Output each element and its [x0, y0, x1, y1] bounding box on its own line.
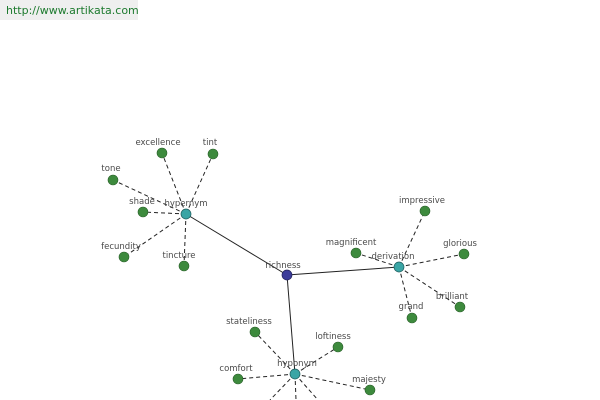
node-brilliant[interactable] — [454, 301, 466, 313]
node-richness[interactable] — [281, 269, 293, 281]
edge-hyponym-offscreen-1 — [269, 373, 296, 400]
edge-hyponym-majesty — [294, 373, 371, 391]
label-grand: grand — [399, 302, 424, 312]
edge-hypernym-tincture — [183, 213, 187, 267]
label-loftiness: loftiness — [315, 332, 351, 342]
label-magnificent: magnificent — [326, 238, 377, 248]
edge-hyponym-loftiness — [294, 346, 339, 375]
node-loftiness[interactable] — [332, 341, 344, 353]
node-tint[interactable] — [207, 148, 219, 160]
edge-hypernym-tint — [185, 153, 214, 215]
label-hyponym: hyponym — [277, 359, 317, 369]
label-impressive: impressive — [399, 196, 445, 206]
node-fecundity[interactable] — [118, 251, 130, 263]
label-glorious: glorious — [443, 239, 477, 249]
node-tincture[interactable] — [178, 260, 190, 272]
node-hyponym[interactable] — [289, 368, 301, 380]
label-tone: tone — [101, 164, 120, 174]
site-url-link[interactable]: http://www.artikata.com — [0, 0, 139, 20]
label-hypernym: hypernym — [164, 199, 207, 209]
label-stateliness: stateliness — [226, 317, 272, 327]
node-excellence[interactable] — [156, 147, 168, 159]
node-comfort[interactable] — [232, 373, 244, 385]
edge-hypernym-excellence — [161, 152, 187, 215]
edge-hyponym-comfort — [237, 373, 296, 380]
edge-hypernym-fecundity — [123, 213, 187, 258]
node-shade[interactable] — [137, 206, 149, 218]
edge-richness-hyponym — [286, 274, 296, 375]
node-majesty[interactable] — [364, 384, 376, 396]
label-fecundity: fecundity — [101, 242, 141, 252]
label-majesty: majesty — [352, 375, 386, 385]
label-comfort: comfort — [219, 364, 253, 374]
node-stateliness[interactable] — [249, 326, 261, 338]
node-glorious[interactable] — [458, 248, 470, 260]
node-derivation[interactable] — [393, 261, 405, 273]
label-brilliant: brilliant — [436, 292, 469, 302]
label-richness: richness — [265, 261, 301, 271]
edge-derivation-brilliant — [398, 266, 461, 308]
node-tone[interactable] — [107, 174, 119, 186]
edge-hyponym-offscreen-2 — [294, 373, 297, 400]
node-grand[interactable] — [406, 312, 418, 324]
edge-richness-derivation — [286, 266, 400, 276]
label-derivation: derivation — [371, 252, 414, 262]
edge-hyponym-offscreen-3 — [294, 373, 319, 400]
edge-richness-hypernym — [185, 213, 288, 276]
edge-derivation-grand — [398, 266, 413, 319]
node-magnificent[interactable] — [350, 247, 362, 259]
edge-derivation-impressive — [398, 210, 426, 268]
node-impressive[interactable] — [419, 205, 431, 217]
label-tincture: tincture — [162, 251, 195, 261]
edge-hyponym-stateliness — [254, 331, 296, 375]
label-tint: tint — [203, 138, 218, 148]
label-shade: shade — [129, 197, 155, 207]
label-excellence: excellence — [135, 138, 180, 148]
edge-derivation-magnificent — [355, 252, 400, 268]
edge-hypernym-shade — [142, 211, 187, 215]
node-hypernym[interactable] — [180, 208, 192, 220]
